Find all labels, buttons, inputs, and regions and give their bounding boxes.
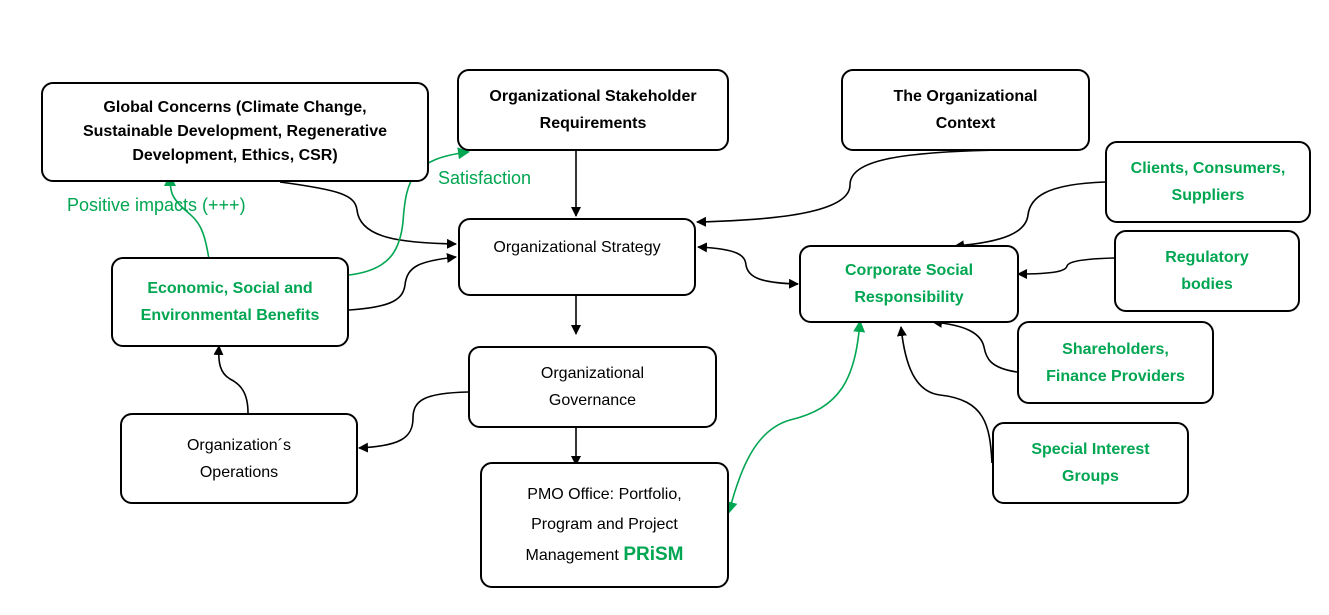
organizational-strategy-box: Organizational Strategy [458, 218, 696, 296]
shareholders-line-1: Shareholders, [1062, 340, 1169, 358]
prism-highlight: PRiSM [623, 543, 684, 565]
arrow-special-interest-to-csr [896, 326, 993, 464]
global-concerns-line-1: Global Concerns (Climate Change, [103, 99, 367, 116]
shareholders-line-2: Finance Providers [1046, 367, 1185, 385]
pmo-office-box: PMO Office: Portfolio, Program and Proje… [480, 462, 729, 588]
arrow-governance-to-operations [358, 391, 469, 453]
organizational-governance-box: Organizational Governance [468, 346, 717, 428]
organizational-governance-line-2: Governance [548, 392, 637, 409]
global-concerns-box: Global Concerns (Climate Change, Sustain… [41, 82, 429, 182]
positive-impacts-label: Positive impacts (+++) [67, 195, 246, 215]
special-interest-line-1: Special Interest [1031, 441, 1150, 458]
organizational-context-box: The Organizational Context [841, 69, 1090, 151]
special-interest-line-2: Groups [1062, 468, 1119, 485]
special-interest-box: Special Interest Groups [992, 422, 1189, 504]
satisfaction-label: Satisfaction [438, 168, 532, 188]
clients-line-2: Suppliers [1171, 187, 1245, 204]
green-arrow-pmo-csr [725, 320, 866, 514]
csr-line-2: Responsibility [854, 289, 964, 306]
benefits-box: Economic, Social and Environmental Benef… [111, 257, 349, 347]
pmo-line-1: PMO Office: Portfolio, [527, 485, 682, 503]
operations-box: Organization´s Operations [120, 413, 358, 504]
stakeholder-requirements-box: Organizational Stakeholder Requirements [457, 69, 729, 151]
organizational-governance-line-1: Organizational [540, 365, 645, 382]
csr-line-1: Corporate Social [844, 262, 974, 279]
pmo-line-2: Program and Project [531, 515, 678, 533]
clients-box: Clients, Consumers, Suppliers [1105, 141, 1311, 223]
arrow-benefits-to-strategy [348, 253, 457, 311]
organizational-strategy-label: Organizational Strategy [493, 239, 661, 256]
green-arrow-benefits-to-global [164, 174, 211, 267]
arrow-strategy-csr [697, 242, 799, 289]
arrow-shareholders-to-csr [932, 317, 1018, 373]
shareholders-box: Shareholders, Finance Providers [1017, 321, 1214, 404]
global-concerns-line-2: Sustainable Development, Regenerative [82, 123, 388, 140]
regulatory-line-1: Regulatory [1165, 249, 1249, 266]
arrow-global-to-strategy [279, 181, 457, 249]
regulatory-line-2: bodies [1181, 276, 1233, 293]
arrow-regulatory-to-csr [1017, 257, 1115, 279]
stakeholder-requirements-line-2: Requirements [539, 115, 647, 132]
arrow-operations-to-benefits [213, 345, 249, 414]
stakeholder-requirements-line-1: Organizational Stakeholder [489, 88, 697, 105]
regulatory-box: Regulatory bodies [1114, 230, 1300, 312]
pmo-management-text: Management [525, 546, 619, 564]
arrow-clients-to-csr [954, 181, 1106, 251]
csr-box: Corporate Social Responsibility [799, 245, 1019, 323]
clients-line-1: Clients, Consumers, [1130, 160, 1286, 177]
operations-line-2: Operations [199, 463, 279, 481]
operations-line-1: Organization´s [186, 436, 292, 454]
organizational-context-line-1: The Organizational [893, 88, 1038, 105]
global-concerns-line-3: Development, Ethics, CSR) [132, 147, 338, 164]
organizational-context-line-2: Context [935, 115, 996, 132]
arrow-context-to-strategy [696, 149, 1001, 227]
green-arrow-benefits-to-satisfaction [348, 147, 470, 276]
benefits-line-1: Economic, Social and [147, 280, 313, 297]
benefits-line-2: Environmental Benefits [140, 307, 320, 324]
pmo-line-3: Management PRiSM [525, 540, 683, 571]
